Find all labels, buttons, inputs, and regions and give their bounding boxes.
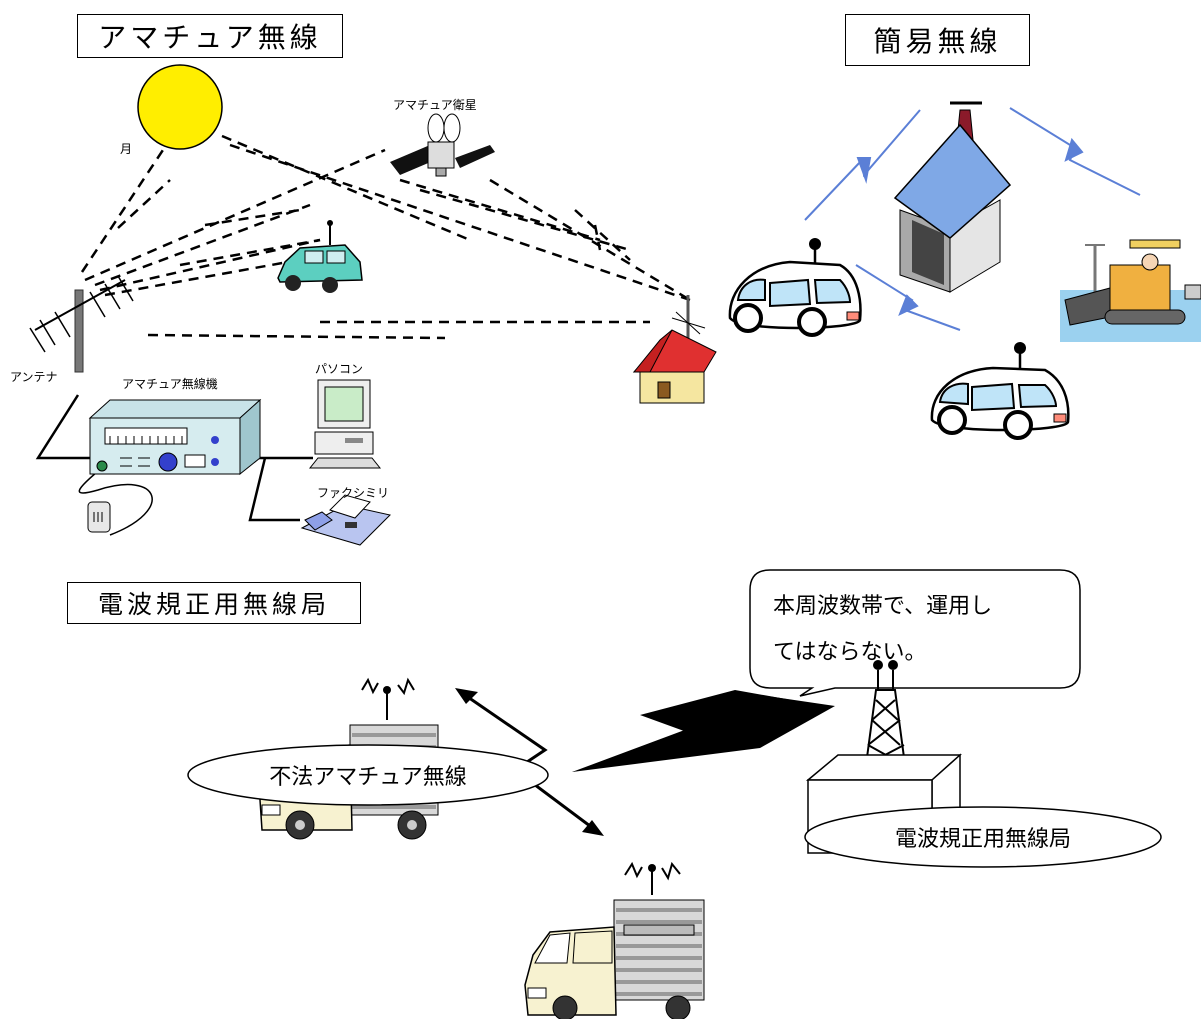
house-icon [632, 295, 717, 404]
radio-rig-icon [88, 398, 262, 476]
moon-label: 月 [120, 142, 133, 156]
callout-line-1: 本周波数帯で、運用し [773, 594, 993, 619]
hut-icon [893, 101, 1012, 293]
lightning-links [804, 107, 1141, 331]
illegal-truck-icon [524, 861, 705, 1019]
radio-links [80, 134, 691, 340]
regulation-station-title: 電波規正用無線局 [67, 582, 361, 624]
arrow-head-icon [582, 820, 604, 836]
white-car-icon [728, 238, 862, 337]
arrow-head-icon [455, 688, 478, 704]
regulation-station-oval [804, 806, 1162, 868]
callout-bubble [749, 569, 1081, 697]
construction-icon [1060, 239, 1201, 342]
antenna-icon [29, 275, 134, 373]
regulation-station-label: 電波規正用無線局 [894, 827, 1071, 852]
illegal-amateur-oval [187, 744, 549, 806]
antenna-label: アンテナ [10, 370, 58, 384]
radio-label: アマチュア無線機 [122, 377, 218, 391]
amateur-radio-title: アマチュア無線 [77, 14, 343, 58]
white-car-icon [930, 342, 1070, 440]
jamming-bolt-icon [572, 692, 835, 772]
mobile-car-icon [277, 220, 363, 293]
pc-icon [308, 379, 382, 469]
callout-line-2: てはならない。 [773, 640, 927, 665]
moon-icon [137, 64, 223, 150]
microphone-icon [87, 501, 111, 533]
fax-label: ファクシミリ [317, 486, 390, 500]
bidirectional-link-arrow [461, 691, 599, 834]
fax-icon [300, 494, 391, 546]
satellite-icon [390, 113, 495, 177]
satellite-label: アマチュア衛星 [393, 98, 477, 112]
pc-label: パソコン [315, 362, 364, 376]
simple-radio-title: 簡易無線 [845, 14, 1030, 66]
illegal-amateur-label: 不法アマチュア無線 [269, 765, 467, 790]
